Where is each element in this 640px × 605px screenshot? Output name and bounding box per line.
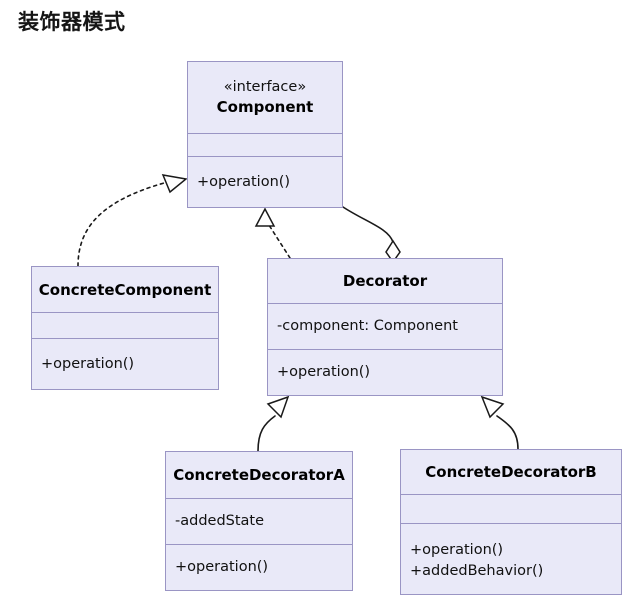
class-method: +addedBehavior()	[410, 563, 544, 579]
class-methods-decorator: +operation()	[268, 349, 502, 395]
class-name: Decorator	[342, 272, 428, 290]
class-methods-component: +operation()	[188, 156, 342, 207]
class-method: +operation()	[277, 364, 371, 380]
class-attribute: -addedState	[175, 513, 265, 529]
class-header-concretecomponent: ConcreteComponent	[32, 267, 218, 312]
class-header-concretedecoratora: ConcreteDecoratorA	[166, 452, 352, 498]
class-method: +operation()	[197, 173, 291, 190]
uml-class-concretedecoratora[interactable]: ConcreteDecoratorA -addedState +operatio…	[165, 451, 353, 591]
class-attributes-concretedecoratorb	[401, 494, 621, 523]
class-stereotype: «interface»	[223, 79, 307, 95]
class-name: ConcreteDecoratorB	[425, 463, 597, 481]
class-method: +operation()	[175, 559, 269, 575]
class-attributes-component	[188, 133, 342, 156]
class-name: ConcreteComponent	[38, 280, 212, 299]
relation-decorator-realizes-component	[254, 207, 291, 259]
class-method: +operation()	[41, 355, 135, 372]
relation-concretedecoratorb-extends-decorator	[480, 395, 519, 450]
class-methods-concretedecoratora: +operation()	[166, 544, 352, 590]
class-method: +operation()	[410, 542, 504, 558]
relation-concretedecoratora-extends-decorator	[257, 395, 290, 452]
class-methods-concretecomponent: +operation()	[32, 338, 218, 389]
class-attributes-decorator: -component: Component	[268, 303, 502, 349]
uml-class-decorator[interactable]: Decorator -component: Component +operati…	[267, 258, 503, 396]
uml-class-concretecomponent[interactable]: ConcreteComponent +operation()	[31, 266, 219, 390]
page-title: 装饰器模式	[18, 10, 126, 34]
uml-class-concretedecoratorb[interactable]: ConcreteDecoratorB +operation() +addedBe…	[400, 449, 622, 595]
class-name: ConcreteDecoratorA	[173, 466, 345, 484]
class-header-component: «interface» Component	[188, 62, 342, 133]
class-attribute: -component: Component	[277, 318, 458, 334]
class-methods-concretedecoratorb: +operation() +addedBehavior()	[401, 523, 621, 594]
relation-decorator-aggregates-component	[342, 206, 401, 264]
relation-concretecomponent-realizes-component	[77, 174, 188, 267]
class-attributes-concretedecoratora: -addedState	[166, 498, 352, 544]
uml-class-component[interactable]: «interface» Component +operation()	[187, 61, 343, 208]
class-name: Component	[216, 98, 314, 116]
class-header-decorator: Decorator	[268, 259, 502, 303]
class-attributes-concretecomponent	[32, 312, 218, 338]
class-header-concretedecoratorb: ConcreteDecoratorB	[401, 450, 621, 494]
